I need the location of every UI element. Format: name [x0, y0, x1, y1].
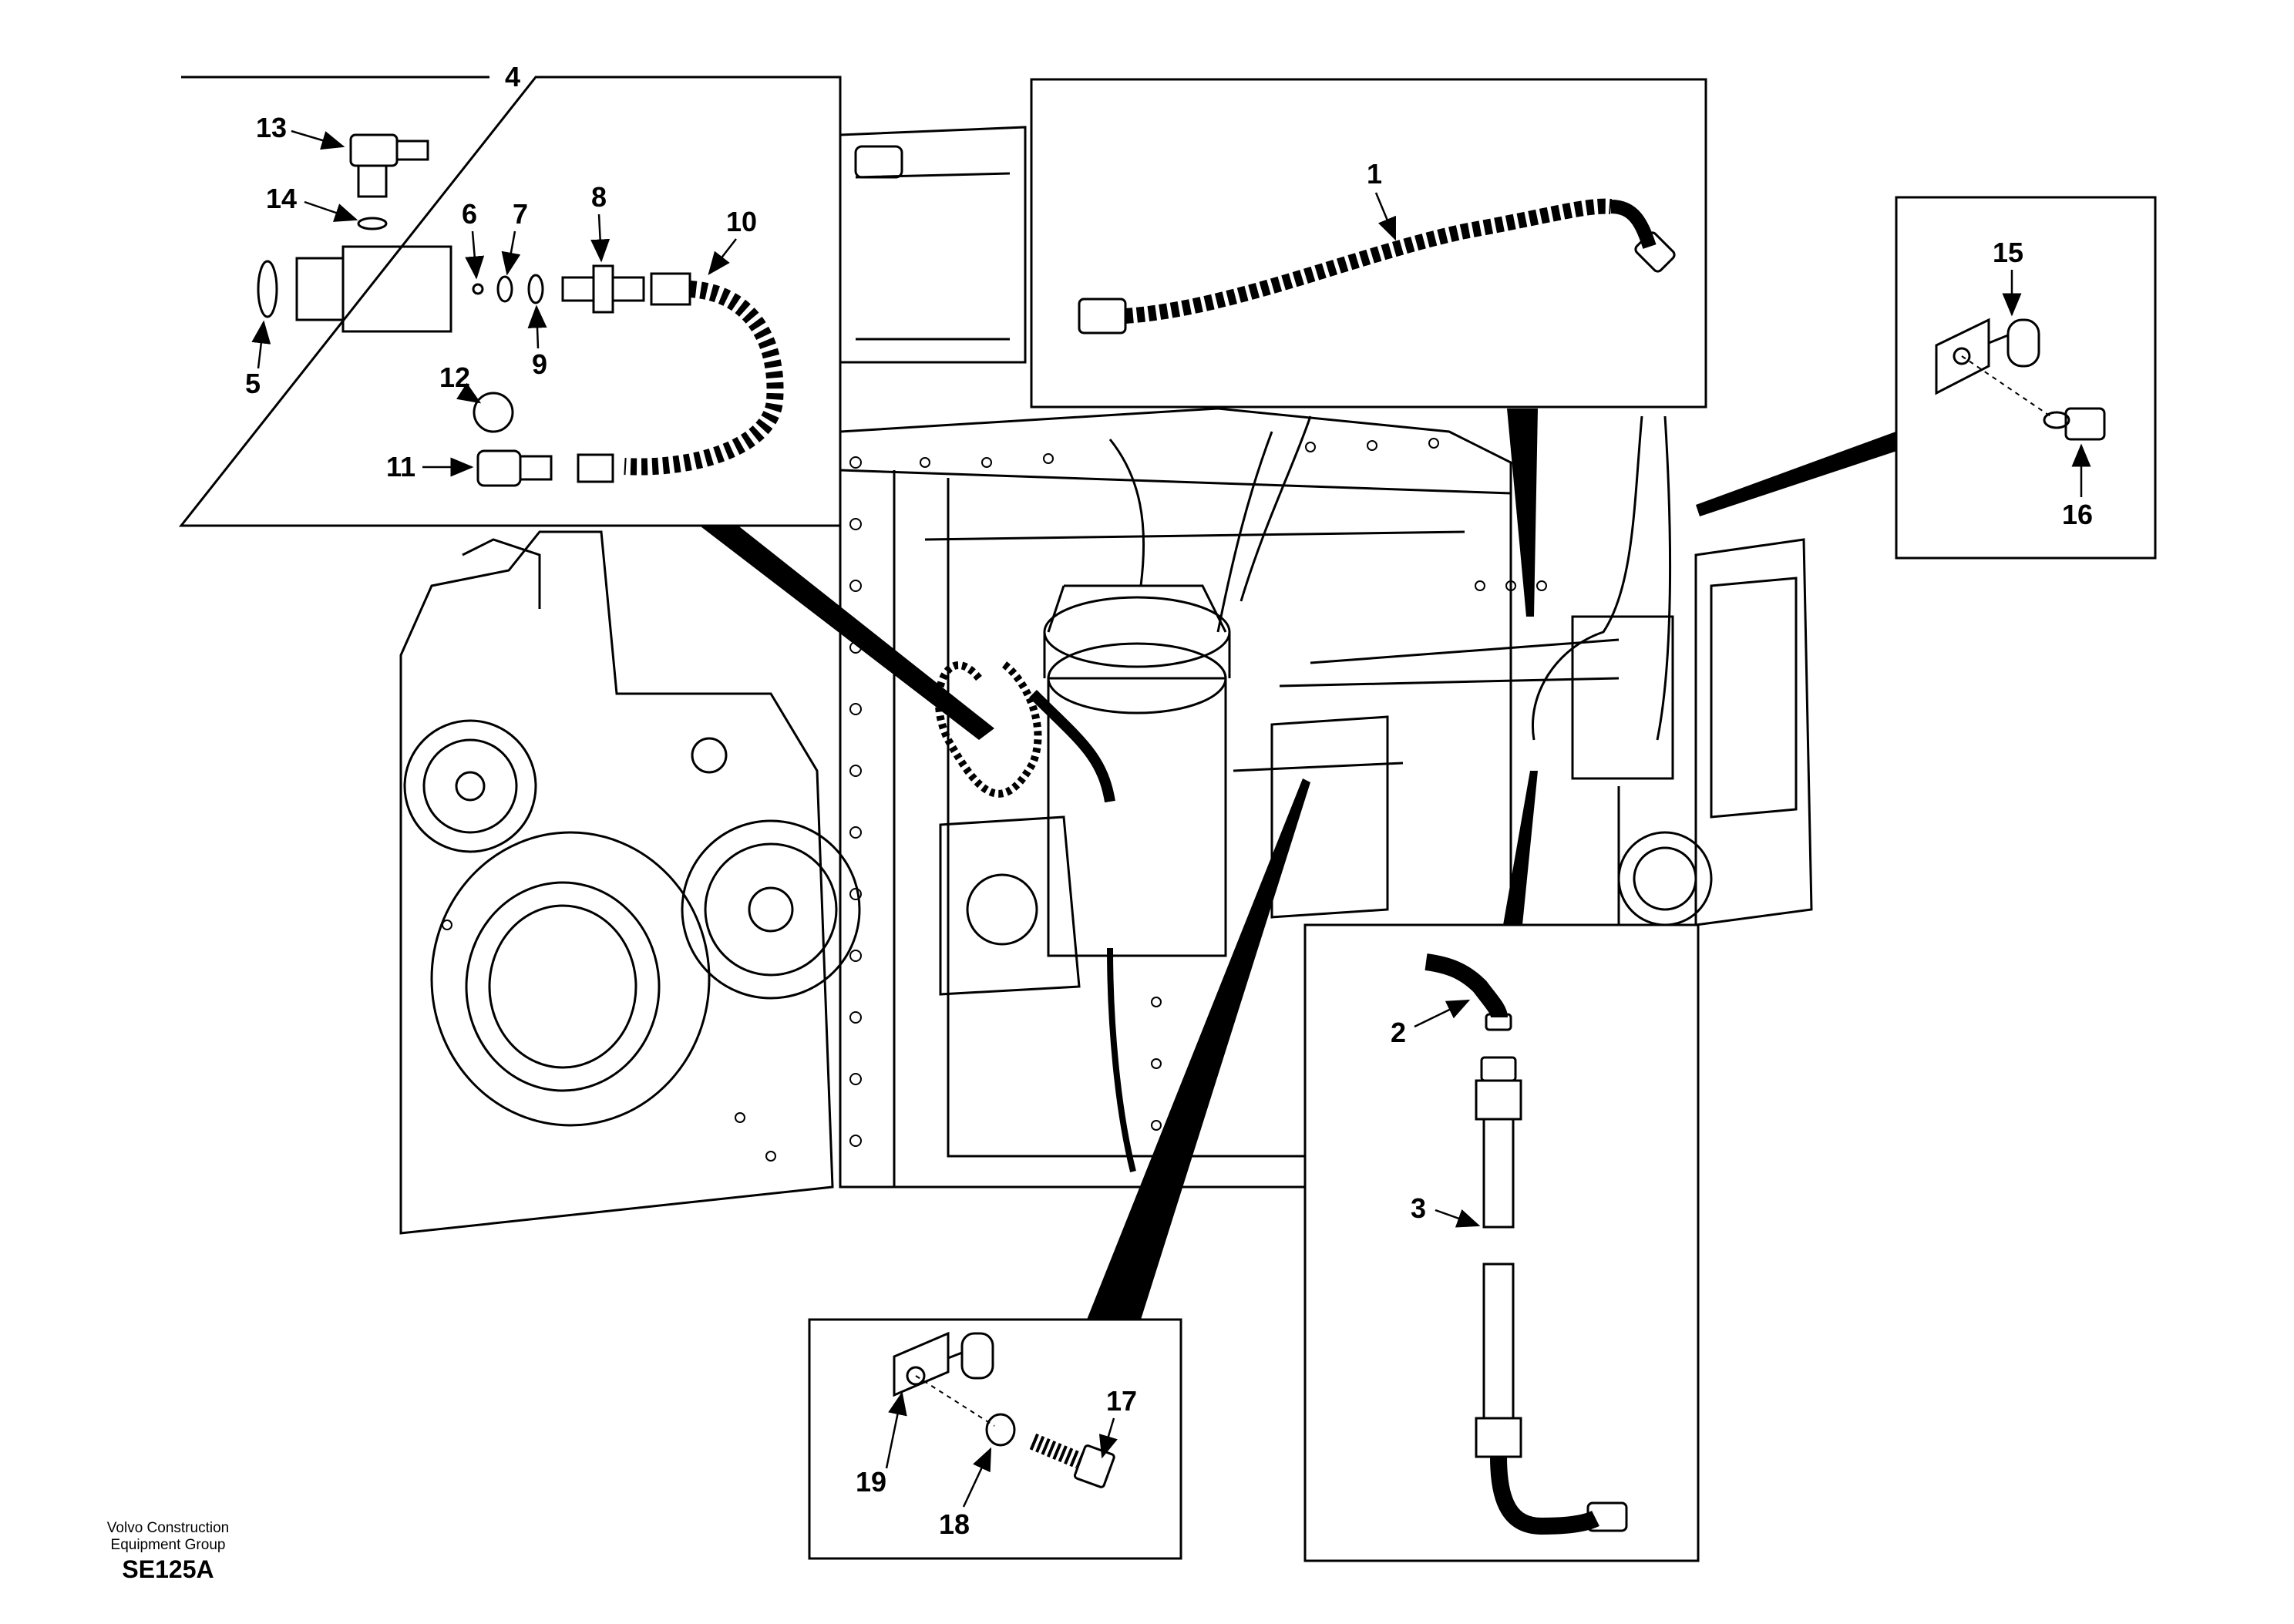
callout-18: 18 [939, 1508, 970, 1540]
callout-14: 14 [266, 183, 297, 214]
drawing-number: SE125A [122, 1555, 214, 1583]
detail-box-15: 15 16 [1895, 196, 2157, 560]
manufacturer-line-2: Equipment Group [110, 1537, 226, 1553]
callout-15: 15 [1993, 237, 2023, 268]
callout-2: 2 [1391, 1017, 1406, 1048]
callout-9: 9 [532, 348, 547, 380]
detail-box-2: 2 3 [1303, 923, 1700, 1562]
callout-5: 5 [245, 368, 261, 399]
callout-19: 19 [856, 1466, 886, 1498]
wedge-to-box-1 [1507, 409, 1538, 617]
detail-box-1: 1 [1030, 78, 1707, 409]
callout-13: 13 [256, 112, 287, 143]
callout-6: 6 [462, 198, 477, 230]
callout-12: 12 [439, 361, 470, 393]
callout-17: 17 [1106, 1385, 1137, 1417]
callout-4: 4 [505, 61, 520, 92]
callout-wedges [698, 409, 1904, 1320]
engine-illustration [399, 126, 1813, 1235]
callout-3: 3 [1411, 1192, 1426, 1224]
callout-11: 11 [386, 451, 415, 482]
wedge-to-box-15 [1696, 430, 1904, 516]
callout-10: 10 [726, 206, 757, 237]
manufacturer-line-1: Volvo Construction [106, 1520, 230, 1536]
wedge-to-box-4 [698, 524, 994, 740]
callout-16: 16 [2062, 499, 2093, 530]
callout-7: 7 [513, 198, 528, 230]
callout-1: 1 [1367, 158, 1382, 190]
detail-box-17: 17 19 18 [808, 1318, 1182, 1560]
wedge-to-box-2 [1503, 771, 1538, 925]
wedge-to-box-17 [1087, 778, 1310, 1320]
callout-8: 8 [591, 181, 607, 213]
detail-box-4: 4 [178, 61, 842, 527]
